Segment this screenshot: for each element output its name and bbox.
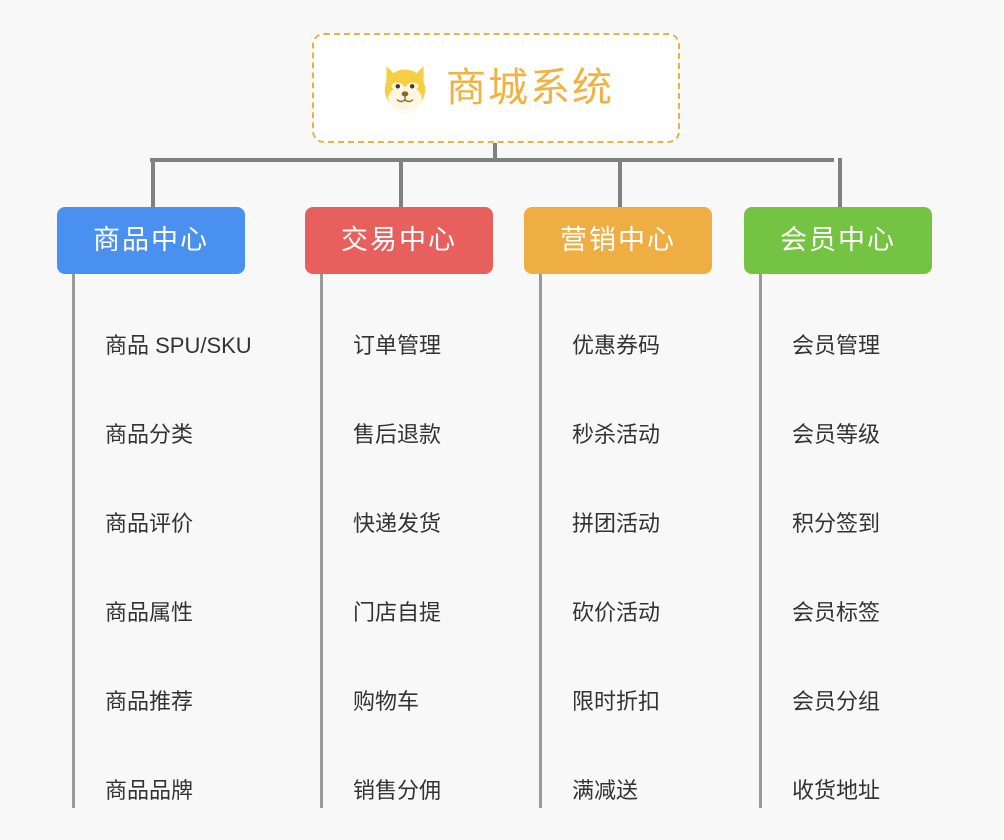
- leaf-label: 购物车: [353, 688, 420, 714]
- list-item[interactable]: 订单管理: [323, 274, 493, 363]
- leaf-label: 积分签到: [792, 510, 881, 536]
- leaf-list-4: 会员管理 会员等级 积分签到 会员标签 会员分组 收货地址: [759, 274, 932, 808]
- leaf-label: 收货地址: [792, 777, 881, 803]
- list-item[interactable]: 积分签到: [762, 452, 932, 541]
- branch-header-1[interactable]: 商品中心: [57, 207, 245, 274]
- leaf-label: 限时折扣: [572, 688, 661, 714]
- list-item[interactable]: 快递发货: [323, 452, 493, 541]
- leaf-label: 商品属性: [105, 599, 194, 625]
- branch-header-4[interactable]: 会员中心: [744, 207, 932, 274]
- connector-horizontal-bar: [150, 158, 834, 162]
- list-item[interactable]: 拼团活动: [542, 452, 712, 541]
- leaf-label: 商品 SPU/SKU: [105, 332, 252, 358]
- shiba-dog-face-icon: [378, 61, 432, 115]
- leaf-label: 秒杀活动: [572, 421, 661, 447]
- branch-header-2[interactable]: 交易中心: [305, 207, 493, 274]
- branch-product-center: 商品中心 商品 SPU/SKU 商品分类 商品评价 商品属性 商品推荐 商品品牌: [57, 207, 252, 808]
- list-item[interactable]: 商品属性: [75, 541, 245, 630]
- branch-header-3[interactable]: 营销中心: [524, 207, 712, 274]
- list-item[interactable]: 商品 SPU/SKU: [75, 274, 252, 363]
- branch-marketing-center: 营销中心 优惠券码 秒杀活动 拼团活动 砍价活动 限时折扣 满减送: [524, 207, 712, 808]
- branch-title-2: 交易中心: [341, 225, 457, 255]
- leaf-label: 会员管理: [792, 332, 881, 358]
- list-item[interactable]: 购物车: [323, 630, 493, 719]
- branch-title-4: 会员中心: [780, 225, 896, 255]
- list-item[interactable]: 限时折扣: [542, 630, 712, 719]
- leaf-label: 优惠券码: [572, 332, 661, 358]
- root-title: 商城系统: [446, 66, 614, 110]
- branch-title-1: 商品中心: [93, 225, 209, 255]
- root-node[interactable]: 商城系统: [312, 33, 680, 143]
- branch-trade-center: 交易中心 订单管理 售后退款 快递发货 门店自提 购物车 销售分佣: [305, 207, 493, 808]
- leaf-label: 会员等级: [792, 421, 881, 447]
- connector-drop-3: [618, 158, 622, 207]
- list-item[interactable]: 商品品牌: [75, 719, 245, 808]
- leaf-list-3: 优惠券码 秒杀活动 拼团活动 砍价活动 限时折扣 满减送: [539, 274, 712, 808]
- leaf-list-2: 订单管理 售后退款 快递发货 门店自提 购物车 销售分佣: [320, 274, 493, 808]
- connector-drop-2: [399, 158, 403, 207]
- leaf-label: 快递发货: [353, 510, 442, 536]
- connector-drop-4: [838, 158, 842, 207]
- list-item[interactable]: 会员等级: [762, 363, 932, 452]
- leaf-label: 商品推荐: [105, 688, 194, 714]
- list-item[interactable]: 会员标签: [762, 541, 932, 630]
- leaf-label: 商品评价: [105, 510, 194, 536]
- list-item[interactable]: 秒杀活动: [542, 363, 712, 452]
- list-item[interactable]: 售后退款: [323, 363, 493, 452]
- connector-root-stem: [493, 143, 497, 162]
- branch-title-3: 营销中心: [560, 225, 676, 255]
- leaf-label: 销售分佣: [353, 777, 442, 803]
- leaf-label: 砍价活动: [572, 599, 661, 625]
- list-item[interactable]: 商品分类: [75, 363, 245, 452]
- list-item[interactable]: 门店自提: [323, 541, 493, 630]
- leaf-label: 订单管理: [353, 332, 442, 358]
- list-item[interactable]: 销售分佣: [323, 719, 493, 808]
- leaf-label: 会员分组: [792, 688, 881, 714]
- leaf-label: 拼团活动: [572, 510, 661, 536]
- leaf-label: 会员标签: [792, 599, 881, 625]
- leaf-label: 门店自提: [353, 599, 442, 625]
- list-item[interactable]: 砍价活动: [542, 541, 712, 630]
- list-item[interactable]: 会员管理: [762, 274, 932, 363]
- leaf-label: 商品品牌: [105, 777, 194, 803]
- list-item[interactable]: 满减送: [542, 719, 712, 808]
- branch-member-center: 会员中心 会员管理 会员等级 积分签到 会员标签 会员分组 收货地址: [744, 207, 932, 808]
- leaf-list-1: 商品 SPU/SKU 商品分类 商品评价 商品属性 商品推荐 商品品牌: [72, 274, 252, 808]
- list-item[interactable]: 优惠券码: [542, 274, 712, 363]
- list-item[interactable]: 会员分组: [762, 630, 932, 719]
- leaf-label: 售后退款: [353, 421, 442, 447]
- list-item[interactable]: 商品评价: [75, 452, 245, 541]
- leaf-label: 满减送: [572, 777, 639, 803]
- list-item[interactable]: 收货地址: [762, 719, 932, 808]
- connector-drop-1: [151, 158, 155, 207]
- leaf-label: 商品分类: [105, 421, 194, 447]
- list-item[interactable]: 商品推荐: [75, 630, 245, 719]
